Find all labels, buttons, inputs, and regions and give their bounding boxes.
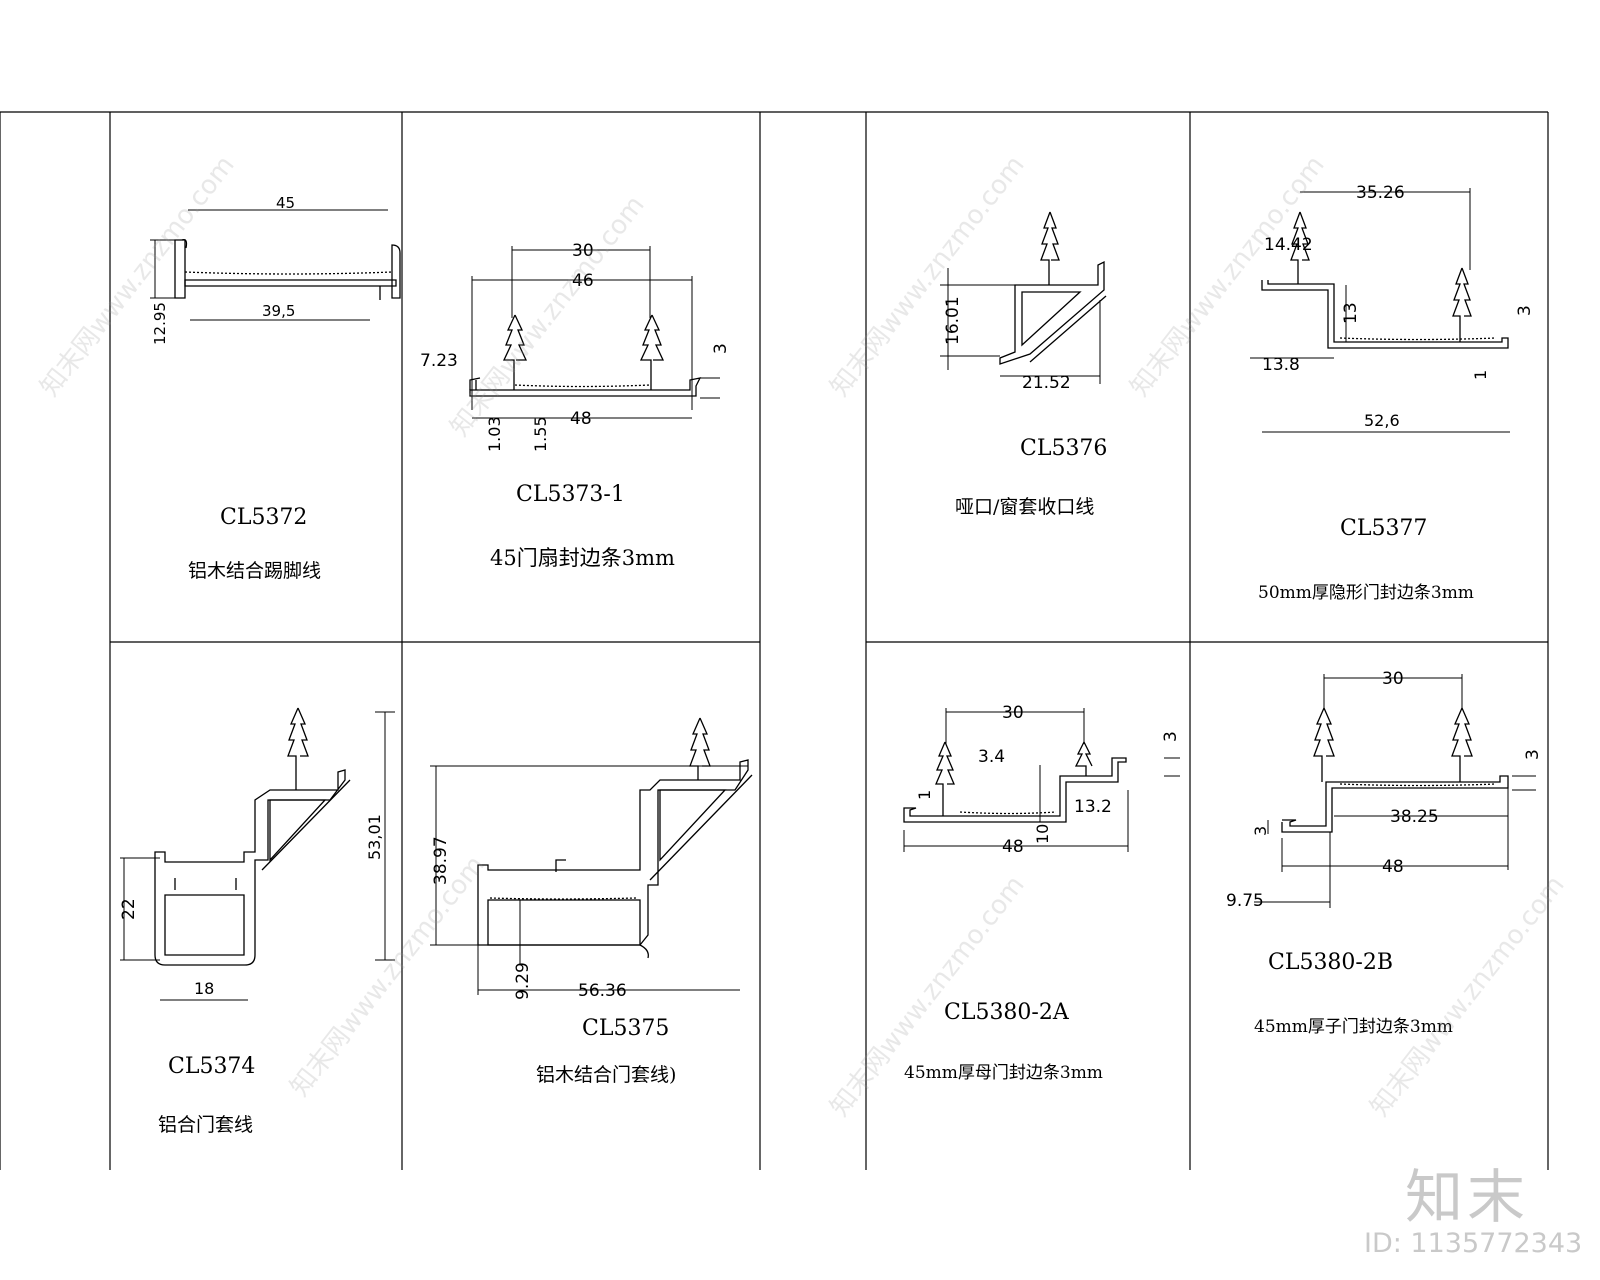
desc-cl5380-2a: 45mm厚母门封边条3mm — [904, 1063, 1103, 1083]
desc-cl5373-1: 45门扇封边条3mm — [490, 546, 675, 570]
dims-cl5377 — [1250, 188, 1510, 433]
model-cl5372: CL5372 — [220, 505, 308, 530]
profile-cl5373-1 — [469, 314, 702, 397]
profile-cl5375 — [477, 717, 753, 959]
desc-cl5380-2b: 45mm厚子门封边条3mm — [1254, 1017, 1453, 1037]
profile-cl5380-2a — [903, 741, 1127, 823]
dim-13-2: 13.2 — [1074, 797, 1112, 817]
dim-13: 13 — [1341, 302, 1361, 324]
dim-1-03: 1.03 — [485, 416, 504, 452]
model-cl5380-2b: CL5380-2B — [1268, 950, 1394, 975]
dims-cl5372 — [150, 209, 388, 321]
dims-cl5380-2b — [1254, 674, 1536, 908]
dim-1-a: 1 — [915, 790, 934, 800]
dim-53-01: 53,01 — [365, 814, 384, 860]
watermark-logo: 知末 — [1405, 1163, 1530, 1231]
dims-cl5376 — [940, 268, 1101, 384]
profile-cl5380-2b — [1281, 707, 1509, 833]
model-cl5376: CL5376 — [1020, 436, 1108, 461]
dims-cl5380-2a — [903, 708, 1180, 852]
dim-3-d: 3 — [1251, 826, 1270, 836]
dims-cl5375 — [430, 765, 748, 995]
dim-12-95: 12.95 — [151, 302, 169, 345]
model-cl5377: CL5377 — [1340, 516, 1428, 541]
dim-3-a: 3 — [1161, 731, 1181, 742]
dim-3-b: 3 — [1515, 305, 1535, 316]
dims-cl5373-1 — [471, 246, 720, 419]
desc-cl5374: 铝合门套线 — [158, 1114, 254, 1136]
dim-48-b: 48 — [1382, 857, 1404, 877]
dim-3-4: 3.4 — [978, 747, 1005, 767]
dim-3: 3 — [711, 343, 731, 354]
dim-16-01: 16.01 — [943, 296, 963, 345]
dim-22: 22 — [119, 898, 139, 920]
dim-18: 18 — [194, 979, 214, 998]
model-cl5380-2a: CL5380-2A — [944, 1000, 1069, 1025]
dim-9-29: 9.29 — [513, 962, 533, 1000]
dim-46: 46 — [572, 271, 594, 291]
watermark-id: ID: 1135772343 — [1364, 1228, 1583, 1259]
desc-cl5375: 铝木结合门套线) — [536, 1064, 677, 1086]
desc-cl5376: 哑口/窗套收口线 — [955, 496, 1095, 518]
profile-cl5374 — [154, 707, 351, 966]
dim-56-36: 56.36 — [578, 981, 627, 1001]
dim-14-42: 14.42 — [1264, 235, 1313, 255]
dim-38-97: 38.97 — [431, 836, 451, 885]
grid-lines — [0, 111, 1549, 1170]
desc-cl5377: 50mm厚隐形门封边条3mm — [1258, 583, 1474, 603]
dim-48-a: 48 — [1002, 837, 1024, 857]
dim-30-b: 30 — [1382, 669, 1404, 689]
dim-35-26: 35.26 — [1356, 183, 1405, 203]
profile-cl5376 — [999, 211, 1107, 365]
dim-3-c: 3 — [1523, 749, 1543, 760]
profile-cl5372 — [174, 239, 401, 300]
model-cl5374: CL5374 — [168, 1054, 256, 1079]
dim-39-5: 39,5 — [262, 302, 295, 320]
dim-10: 10 — [1033, 824, 1052, 844]
dims-cl5374 — [120, 711, 395, 1001]
dim-1: 1 — [1471, 370, 1490, 380]
dim-9-75: 9.75 — [1226, 891, 1264, 911]
desc-cl5372: 铝木结合踢脚线 — [188, 560, 322, 582]
dim-21-52: 21.52 — [1022, 373, 1071, 393]
model-cl5375: CL5375 — [582, 1016, 670, 1041]
dim-52-6: 52,6 — [1364, 411, 1400, 430]
dim-13-8: 13.8 — [1262, 355, 1300, 375]
dim-30-a: 30 — [1002, 703, 1024, 723]
dim-45: 45 — [276, 194, 295, 212]
dim-1-55: 1.55 — [531, 416, 550, 452]
dim-7-23: 7.23 — [420, 351, 458, 371]
model-cl5373-1: CL5373-1 — [516, 482, 625, 507]
dim-38-25: 38.25 — [1390, 807, 1439, 827]
dim-30: 30 — [572, 241, 594, 261]
dim-48: 48 — [570, 409, 592, 429]
profile-cl5377 — [1261, 211, 1509, 349]
